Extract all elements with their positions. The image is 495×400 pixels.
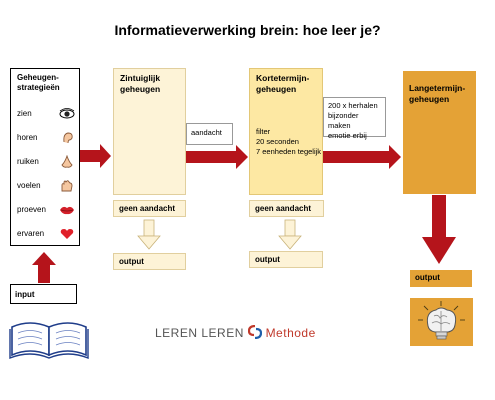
logo-mark-icon bbox=[247, 324, 262, 340]
strategy-row-feel: voelen bbox=[17, 179, 77, 193]
arrow-shortterm-to-longterm bbox=[323, 145, 401, 169]
hand-icon bbox=[61, 180, 73, 192]
leren-leren-logo: LEREN LEREN Methode bbox=[155, 324, 316, 340]
sensory-output-box: output bbox=[113, 253, 186, 270]
short-term-output-box: output bbox=[249, 251, 323, 268]
arrow-input-up bbox=[32, 252, 56, 283]
short-term-memory-box: Kortetermijn- geheugen filter 20 seconde… bbox=[249, 68, 323, 195]
lips-icon bbox=[60, 206, 74, 215]
short-term-filter-text: filter 20 seconden 7 eenheden tegelijk bbox=[256, 127, 322, 156]
strategy-row-taste: proeven bbox=[17, 203, 77, 217]
strategies-panel: Geheugen- strategieën zien horen ruiken … bbox=[10, 68, 80, 246]
rehearsal-note: 200 x herhalen bijzonder maken emotie er… bbox=[323, 97, 386, 140]
arrow-longterm-down bbox=[422, 195, 456, 264]
long-term-output-box: output bbox=[410, 270, 472, 287]
arrow-shortterm-down bbox=[278, 219, 302, 250]
book-icon bbox=[9, 322, 89, 359]
nose-icon bbox=[61, 155, 73, 168]
input-box: input bbox=[10, 284, 77, 304]
sensory-memory-box: Zintuiglijk geheugen bbox=[113, 68, 186, 195]
attention-label: aandacht bbox=[186, 123, 233, 145]
brain-lightbulb-icon bbox=[410, 298, 473, 346]
strategy-row-experience: ervaren bbox=[17, 227, 77, 241]
short-term-no-attention-box: geen aandacht bbox=[249, 200, 324, 217]
strategy-row-see: zien bbox=[17, 107, 77, 121]
long-term-memory-box: Langetermijn- geheugen bbox=[403, 71, 476, 194]
strategies-title: Geheugen- strategieën bbox=[17, 73, 60, 92]
strategy-row-hear: horen bbox=[17, 131, 77, 145]
page-title: Informatieverwerking brein: hoe leer je? bbox=[114, 22, 381, 38]
strategy-row-smell: ruiken bbox=[17, 155, 77, 169]
heart-icon bbox=[60, 229, 74, 239]
arrow-sensory-to-shortterm bbox=[186, 145, 248, 169]
arrow-sensory-down bbox=[137, 219, 161, 250]
ear-icon bbox=[63, 132, 73, 144]
sensory-no-attention-box: geen aandacht bbox=[113, 200, 186, 217]
eye-icon bbox=[59, 108, 75, 119]
arrow-strategies-to-sensory bbox=[80, 144, 111, 168]
